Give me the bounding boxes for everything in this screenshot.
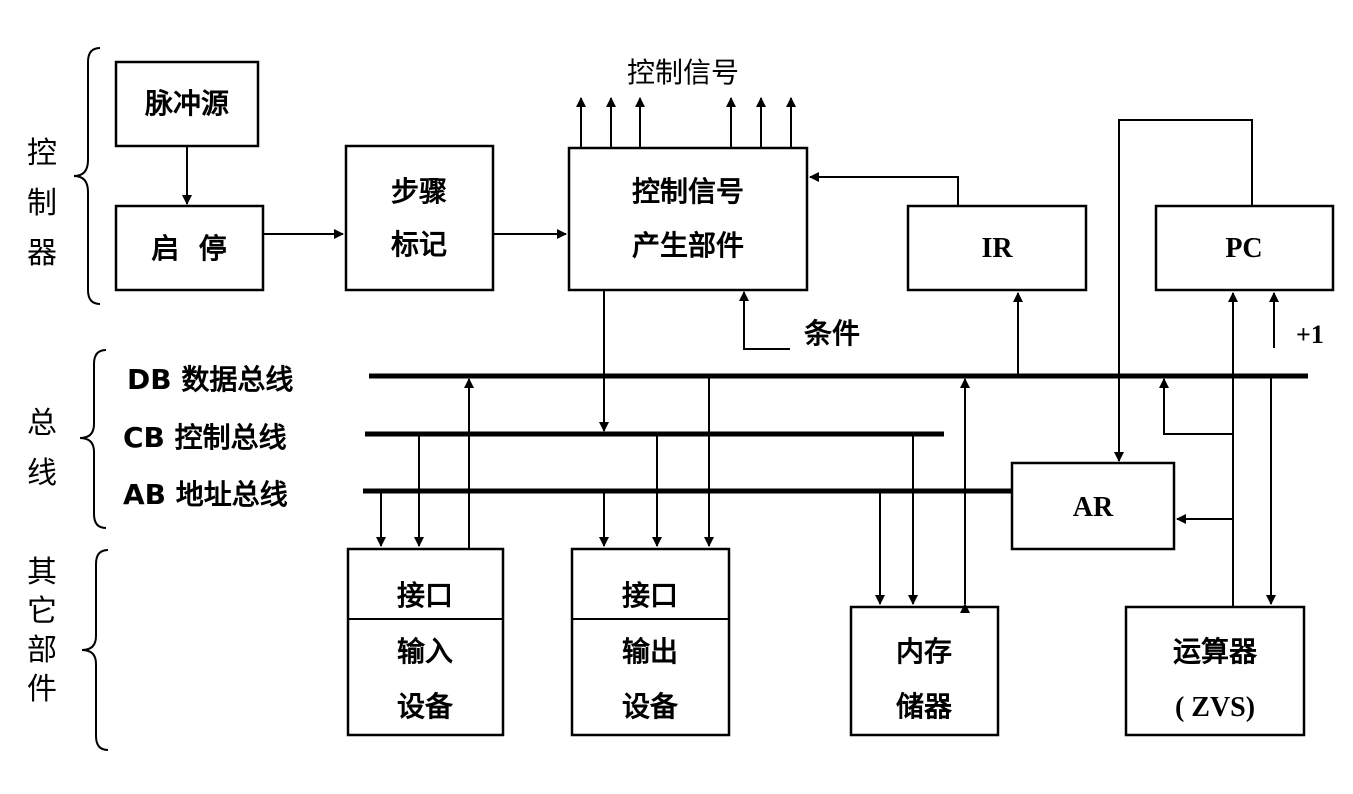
output-device-box	[570, 547, 731, 737]
brace-other	[81, 549, 109, 751]
arrow-ir-to-generator	[809, 172, 959, 206]
side-label-controller-1: 控	[27, 136, 57, 171]
alu-box	[1124, 605, 1306, 737]
ir-box	[906, 204, 1088, 292]
signal-generator-label-1: 控制信号	[632, 175, 744, 208]
control-signal-arrows	[576, 97, 796, 148]
ar-label: AR	[1073, 492, 1114, 523]
input-device-interface-label: 接口	[397, 579, 453, 612]
side-label-controller-3: 器	[27, 236, 57, 271]
condition-arrow	[739, 291, 790, 350]
output-device-interface-label: 接口	[622, 579, 678, 612]
brace-bus	[79, 349, 107, 529]
step-marker-label-1: 步骤	[391, 175, 447, 208]
output-device-label-2: 设备	[622, 690, 679, 723]
data-bus-label: DB 数据总线	[127, 363, 293, 396]
step-marker-box	[344, 144, 495, 292]
memory-box	[849, 605, 1000, 737]
pulse-source-label: 脉冲源	[145, 87, 229, 120]
memory-label-1: 内存	[896, 635, 952, 668]
side-label-other-1: 其	[27, 555, 57, 590]
input-device-label-1: 输入	[397, 635, 453, 668]
pc-label: PC	[1225, 233, 1262, 264]
address-bus-label: AB 地址总线	[123, 478, 288, 511]
plus-one-label: +1	[1296, 320, 1324, 349]
side-label-bus-1: 总	[27, 406, 57, 441]
start-stop-box	[114, 204, 265, 292]
control-bus-label: CB 控制总线	[123, 421, 287, 454]
output-device-label-1: 输出	[622, 635, 678, 668]
step-marker-label-2: 标记	[391, 228, 447, 261]
side-label-other-3: 部	[27, 633, 57, 668]
control-signals-label: 控制信号	[627, 56, 739, 89]
side-label-other-4: 件	[27, 672, 57, 707]
signal-generator-box	[567, 146, 809, 292]
arrow-alu-to-db	[1159, 378, 1233, 435]
start-stop-label: 启 停	[151, 232, 227, 265]
side-label-other-2: 它	[27, 594, 57, 629]
pc-box	[1154, 204, 1335, 292]
side-label-bus-2: 线	[27, 456, 57, 491]
condition-label: 条件	[804, 317, 860, 350]
side-label-controller-2: 制	[27, 186, 57, 221]
alu-label-2: ( ZVS)	[1175, 692, 1255, 723]
input-device-label-2: 设备	[397, 690, 454, 723]
ir-label: IR	[981, 233, 1013, 264]
pulse-source-box	[114, 60, 260, 148]
signal-generator-label-2: 产生部件	[632, 229, 744, 262]
input-device-box	[346, 547, 505, 737]
memory-label-2: 储器	[896, 690, 953, 723]
brace-controller	[73, 47, 101, 305]
ar-box	[1010, 461, 1176, 551]
arrow-pc-to-ar	[1114, 119, 1253, 462]
alu-label-1: 运算器	[1173, 635, 1258, 668]
